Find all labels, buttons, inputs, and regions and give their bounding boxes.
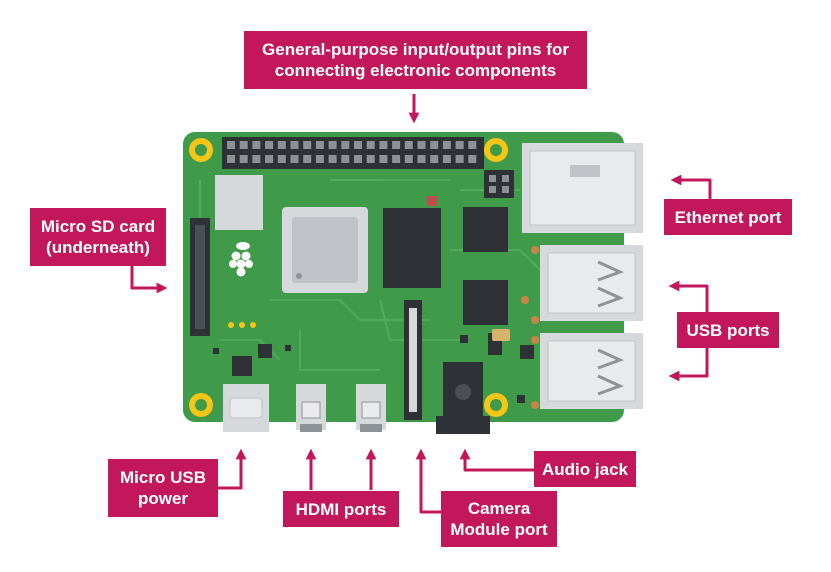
audio-jack — [436, 362, 490, 434]
gpio-pin — [392, 155, 401, 163]
audio-label: Audio jack — [534, 451, 636, 487]
gpio-pin — [328, 155, 337, 163]
usb-solder-pads — [521, 246, 539, 409]
sd-card-label-line-2: (underneath) — [46, 238, 150, 257]
camera-connector — [404, 300, 422, 420]
hdmi-label: HDMI ports — [283, 491, 399, 527]
gpio-pin — [417, 155, 426, 163]
audio-label-text: Audio jack — [542, 459, 628, 479]
mount-hole-top-left — [189, 138, 213, 162]
ethernet-label-text: Ethernet port — [674, 207, 782, 227]
gpio-pin — [468, 155, 477, 163]
usb-port-top — [540, 245, 643, 321]
gpio-pin — [430, 155, 439, 163]
gpio-pin — [430, 141, 439, 149]
arrow-usb-top — [668, 280, 709, 312]
gpio-pin — [277, 155, 286, 163]
gpio-pin — [277, 141, 286, 149]
gpio-pin — [404, 155, 413, 163]
gpio-pin — [468, 141, 477, 149]
arrow-ethernet — [670, 174, 712, 204]
usb-label: USB ports — [677, 312, 779, 348]
sd-card-label: Micro SD card (underneath) — [30, 208, 166, 266]
gpio-pin — [366, 155, 375, 163]
mount-hole-top-right — [484, 138, 508, 162]
usb-port-bottom — [540, 333, 643, 409]
gpio-pin — [379, 155, 388, 163]
gpio-pin — [379, 141, 388, 149]
sd-card-slot — [190, 218, 210, 336]
gpio-pin — [265, 141, 274, 149]
arrow-camera — [415, 448, 444, 514]
hdmi-port-1 — [296, 384, 326, 432]
micro-usb-label-line-2: power — [137, 489, 189, 508]
gpio-pin — [315, 155, 324, 163]
gpio-pin — [303, 141, 312, 149]
wireless-chip — [215, 175, 263, 230]
micro-usb-label-line-1: Micro USB — [120, 468, 206, 487]
gpio-pin — [227, 141, 235, 149]
gpio-pin — [315, 141, 324, 149]
gpio-pin — [455, 155, 464, 163]
gpio-pin — [392, 141, 401, 149]
mount-hole-bottom-right — [484, 393, 508, 417]
camera-label: Camera Module port — [441, 491, 557, 547]
gpio-label-line-2: connecting electronic components — [274, 61, 557, 80]
gpio-pin — [328, 141, 337, 149]
micro-usb-port — [223, 384, 269, 432]
soc-chip — [282, 207, 368, 293]
raspberry-logo-icon — [229, 242, 253, 277]
ethernet-port — [522, 143, 643, 233]
gpio-pin — [354, 141, 362, 149]
ethernet-controller-chip — [463, 207, 508, 252]
gpio-label-line-1: General-purpose input/output pins for — [262, 40, 569, 59]
gpio-pin — [239, 141, 248, 149]
small-gold-pads — [228, 322, 256, 328]
gpio-pin — [252, 155, 261, 163]
ethernet-label: Ethernet port — [664, 199, 792, 235]
gpio-pin — [442, 155, 451, 163]
gpio-pin — [265, 155, 274, 163]
arrow-micro-usb — [218, 448, 247, 490]
gpio-pin — [354, 155, 362, 163]
gpio-pin — [455, 141, 464, 149]
camera-label-line-1: Camera — [467, 499, 531, 518]
gpio-pin — [404, 141, 413, 149]
micro-usb-label: Micro USB power — [108, 459, 218, 517]
arrow-audio — [459, 448, 534, 472]
mount-hole-bottom-left — [189, 393, 213, 417]
sd-card-label-line-1: Micro SD card — [40, 217, 156, 236]
gpio-label: General-purpose input/output pins for co… — [244, 31, 587, 89]
usb-label-text: USB ports — [686, 320, 770, 340]
usb-controller-chip — [463, 280, 508, 325]
gpio-pin — [239, 155, 248, 163]
arrow-sd-card — [130, 264, 168, 294]
gpio-pin — [303, 155, 312, 163]
gpio-pin — [252, 141, 261, 149]
crystal — [492, 329, 510, 341]
gpio-pin — [290, 155, 299, 163]
gpio-pin — [227, 155, 235, 163]
gpio-pin — [290, 141, 299, 149]
hdmi-port-2 — [356, 384, 386, 432]
poe-header — [484, 170, 514, 198]
gpio-pin — [442, 141, 451, 149]
gpio-pin — [366, 141, 375, 149]
arrow-usb-bottom — [668, 346, 709, 382]
gpio-pin — [417, 141, 426, 149]
gpio-pin — [341, 155, 350, 163]
hdmi-label-text: HDMI ports — [295, 499, 387, 519]
small-component — [427, 196, 437, 206]
gpio-pin — [341, 141, 350, 149]
gpio-header — [222, 137, 484, 169]
camera-label-line-2: Module port — [450, 520, 548, 539]
ram-chip — [383, 208, 441, 288]
